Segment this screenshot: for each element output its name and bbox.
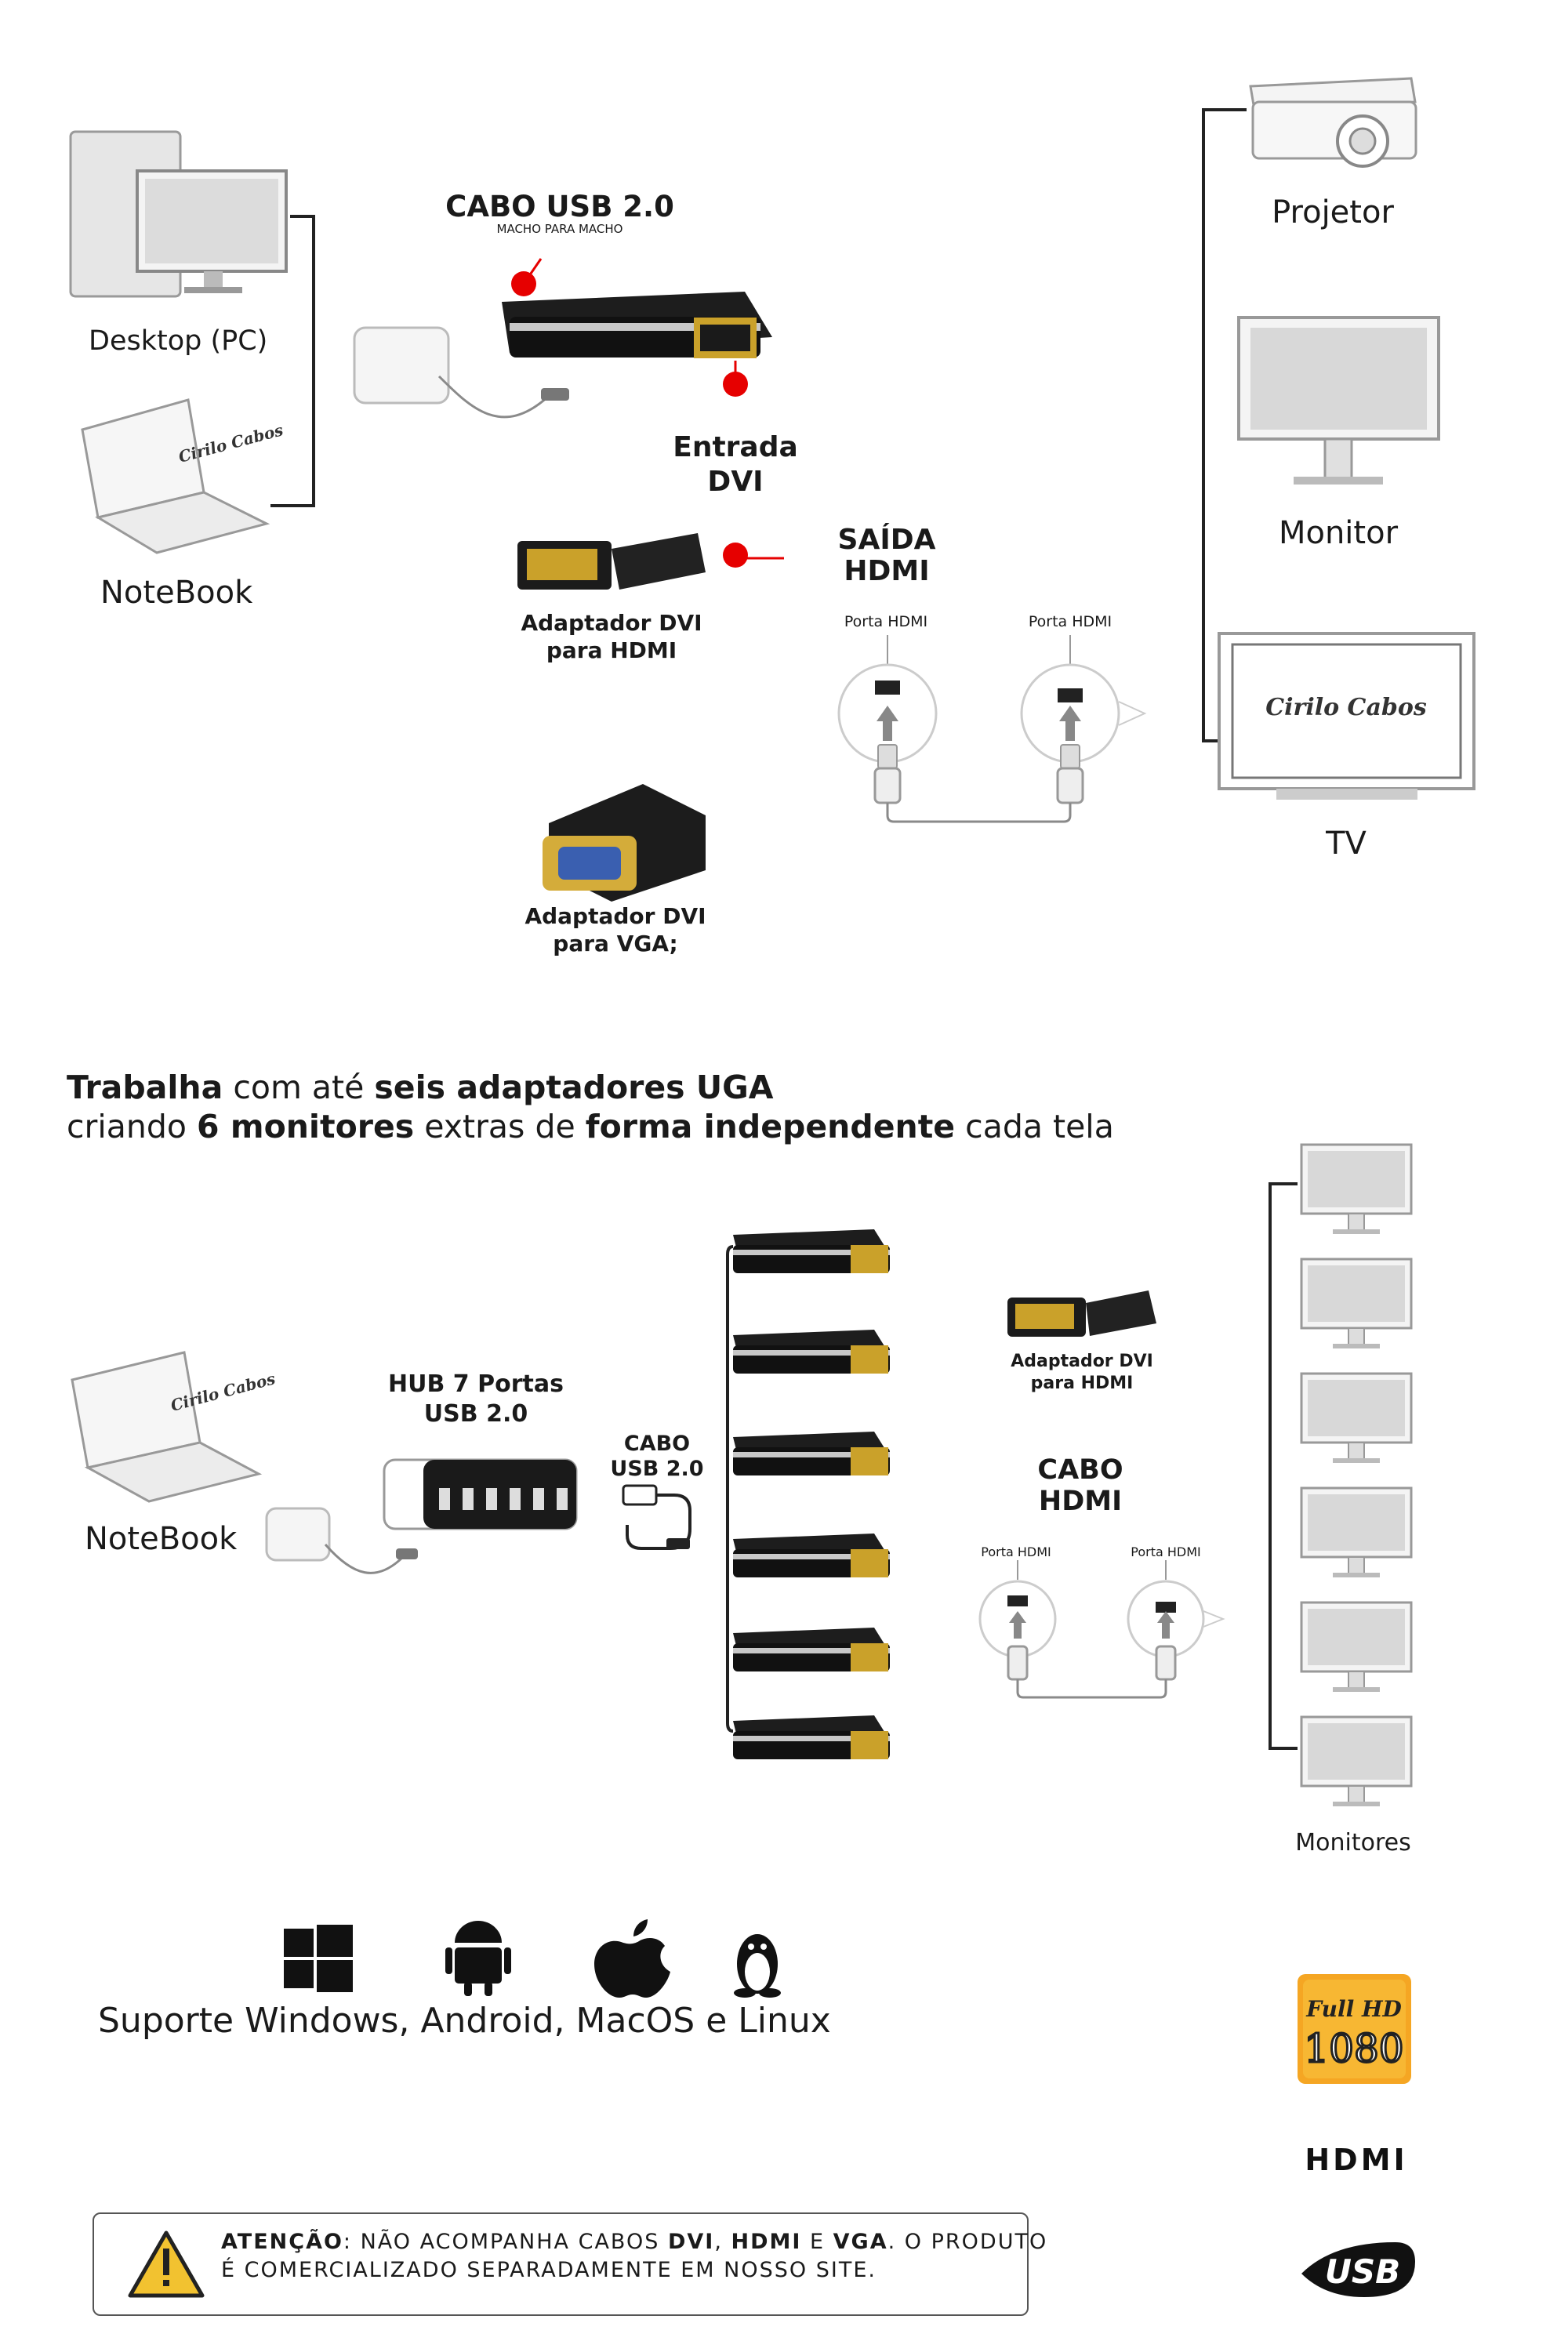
cabo-usb-subtitle: MACHO PARA MACHO [496, 222, 623, 236]
usb-cable-icon [622, 1484, 691, 1550]
usb-plug-callout [353, 326, 569, 419]
fullhd-badge-icon: Full HD 1080 [1298, 1974, 1411, 2084]
fullhd-badge-top: Full HD [1305, 1996, 1402, 2022]
cabo-usb-line1: CABO [623, 1432, 691, 1456]
usb-logo-icon: USB [1301, 2242, 1415, 2297]
brand-logo-tv: Cirilo Cabos [1265, 694, 1427, 721]
monitor-icon [1237, 316, 1440, 485]
warning-text-a: : NÃO ACOMPANHA CABOS [343, 2230, 668, 2254]
notebook-label-bottom: NoteBook [85, 1521, 238, 1557]
tv-icon: Cirilo Cabos [1218, 632, 1475, 800]
desktop-label: Desktop (PC) [89, 325, 268, 357]
entrada-dvi-line2: DVI [707, 466, 764, 498]
tv-label: TV [1326, 826, 1367, 862]
porta-hdmi-left-bottom: Porta HDMI [981, 1544, 1051, 1559]
adapter-hdmi-line1: Adaptador DVI [521, 610, 702, 636]
apple-icon [594, 1919, 670, 1998]
warning-sep: , [714, 2230, 731, 2254]
notebook-icon-bottom [71, 1351, 263, 1503]
dvi-hdmi-adapter-icon-bottom [1007, 1290, 1156, 1337]
notebook-icon [81, 398, 270, 554]
adapter-hdmi-line2: para HDMI [546, 637, 677, 663]
cabo-usb-line2: USB 2.0 [610, 1457, 704, 1481]
warning-hdmi: HDMI [731, 2230, 802, 2254]
cabo-hdmi-line1: CABO [1037, 1454, 1123, 1486]
headline-l2-a: criando [67, 1108, 198, 1145]
adapter-vga-line2: para VGA; [553, 931, 678, 956]
porta-hdmi-left: Porta HDMI [844, 613, 928, 630]
warning-icon [128, 2230, 205, 2298]
projector-icon [1249, 77, 1417, 168]
adapter-vga-line1: Adaptador DVI [524, 903, 706, 929]
warning-line2: É COMERCIALIZADO SEPARADAMENTE EM NOSSO … [221, 2258, 877, 2282]
projetor-label: Projetor [1272, 194, 1394, 230]
warning-text-b: . O PRODUTO [887, 2230, 1048, 2254]
uga-adapter-stack [733, 1229, 890, 1759]
hub-line1: HUB 7 Portas [388, 1370, 564, 1398]
headline-l2-d: forma independente [585, 1108, 956, 1145]
entrada-dvi-line1: Entrada [673, 431, 798, 463]
warning-box [93, 2212, 1029, 2316]
hdmi-logo: HDMI [1305, 2143, 1407, 2177]
android-icon [445, 1921, 511, 1996]
usb-logo-text: USB [1325, 2252, 1400, 2291]
monitor-bracket [1269, 1182, 1298, 1750]
dvi-hdmi-adapter-icon [517, 533, 706, 590]
adapter-bracket [726, 1245, 734, 1733]
adapter-hdmi-bottom-line2: para HDMI [1030, 1374, 1134, 1393]
adapter-hdmi-bottom-line1: Adaptador DVI [1011, 1352, 1153, 1371]
os-support-text: Suporte Windows, Android, MacOS e Linux [98, 2001, 831, 2041]
hdmi-cable-diagram-bottom [978, 1560, 1225, 1699]
windows-icon [284, 1925, 353, 1992]
connector-line-right [1202, 108, 1247, 742]
desktop-pc-icon [69, 130, 288, 298]
usb-dvi-adapter-icon [502, 292, 772, 358]
warning-and: E [801, 2230, 833, 2254]
monitor-stack [1300, 1143, 1413, 1806]
headline-l1-b: com até [223, 1069, 375, 1106]
hdmi-cable-diagram-top [837, 635, 1147, 823]
connector-line-left [270, 215, 315, 507]
porta-hdmi-right-bottom: Porta HDMI [1131, 1544, 1201, 1559]
headline-l1-a: Trabalha [67, 1069, 223, 1106]
headline-line1: Trabalha com até seis adaptadores UGA [67, 1069, 774, 1106]
headline-l2-e: cada tela [955, 1108, 1114, 1145]
headline-l2-c: extras de [414, 1108, 586, 1145]
headline-l2-b: 6 monitores [197, 1108, 415, 1145]
headline-line2: criando 6 monitores extras de forma inde… [67, 1108, 1114, 1145]
dvi-vga-adapter-icon [543, 784, 706, 902]
cabo-hdmi-line2: HDMI [1038, 1486, 1123, 1517]
monitores-label: Monitores [1295, 1829, 1411, 1857]
usb-hub-icon [383, 1458, 578, 1530]
saida-hdmi-line1: SAÍDA [837, 524, 936, 556]
notebook-label: NoteBook [100, 575, 253, 611]
usb-plug-callout-bottom [265, 1507, 418, 1574]
saida-hdmi-line2: HDMI [844, 555, 930, 587]
monitor-label: Monitor [1278, 515, 1399, 551]
hub-line2: USB 2.0 [423, 1400, 528, 1428]
warning-vga: VGA [833, 2230, 888, 2254]
warning-dvi: DVI [667, 2230, 715, 2254]
headline-l1-c: seis adaptadores UGA [374, 1069, 774, 1106]
warning-line1: ATENÇÃO: NÃO ACOMPANHA CABOS DVI, HDMI E… [221, 2230, 1047, 2254]
linux-icon [734, 1934, 781, 1998]
warning-attention: ATENÇÃO [221, 2230, 343, 2254]
hdmi-adapter-marker [723, 543, 748, 568]
fullhd-badge-bottom: 1080 [1304, 2026, 1403, 2071]
porta-hdmi-right: Porta HDMI [1028, 613, 1112, 630]
cabo-usb-title: CABO USB 2.0 [445, 190, 674, 223]
